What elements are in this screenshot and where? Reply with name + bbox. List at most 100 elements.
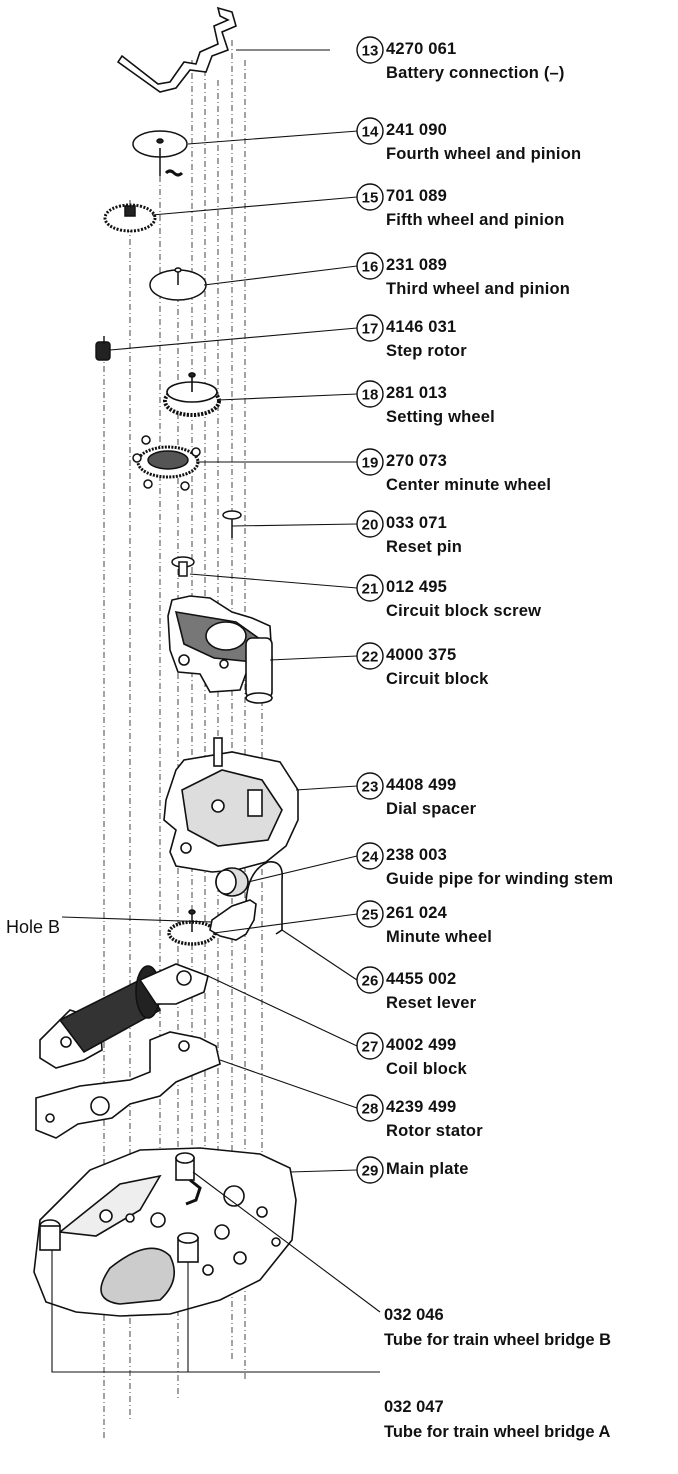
part-name: Circuit block screw (386, 602, 542, 620)
part-name: Reset lever (386, 994, 477, 1012)
part-name: Circuit block (386, 670, 489, 688)
rotor-stator-part (35, 1031, 221, 1139)
part-name: Reset pin (386, 538, 463, 556)
callout-number: 16 (362, 259, 379, 276)
callout-circle-18 (356, 380, 384, 408)
part-label: Main plate (386, 1160, 469, 1179)
part-code: 261 024 (386, 904, 448, 922)
part-name: Dial spacer (386, 800, 477, 818)
callout-number: 28 (362, 1101, 379, 1118)
dial-spacer-part (163, 737, 299, 873)
part-code: 270 073 (386, 452, 448, 470)
part-name: Setting wheel (386, 408, 495, 426)
callout-circle-16 (356, 252, 384, 280)
third-wheel-part (149, 267, 207, 301)
circuit-block-screw-part (171, 556, 195, 577)
part-code: 4455 002 (386, 970, 457, 988)
part-name: Main plate (386, 1160, 469, 1178)
part-name: Fourth wheel and pinion (386, 145, 582, 163)
callout-circle-13 (356, 36, 384, 64)
callout-number: 22 (362, 649, 379, 666)
callout-circle-25 (356, 900, 384, 928)
part-name: Step rotor (386, 342, 467, 360)
callout-circle-29 (356, 1156, 384, 1184)
callout-circle-26 (356, 966, 384, 994)
callout-circle-28 (356, 1094, 384, 1122)
callout-number: 13 (362, 43, 379, 60)
callout-circle-27 (356, 1032, 384, 1060)
part-name: Battery connection (–) (386, 64, 565, 82)
tube-b-code: 032 046 (384, 1306, 444, 1324)
coil-block-part (39, 963, 209, 1069)
callout-number: 19 (362, 455, 379, 472)
callout-number: 18 (362, 387, 379, 404)
fifth-wheel-part (103, 203, 157, 233)
callout-circle-21 (356, 574, 384, 602)
part-code: 281 013 (386, 384, 448, 402)
callout-number: 14 (362, 124, 379, 141)
main-plate-part (33, 1147, 297, 1317)
circuit-block-part (167, 595, 273, 704)
callout-number: 17 (362, 321, 379, 338)
part-name: Guide pipe for winding stem (386, 870, 614, 888)
fourth-wheel-part (132, 130, 188, 177)
callout-circle-23 (356, 772, 384, 800)
part-name: Coil block (386, 1060, 467, 1078)
callout-circle-14 (356, 117, 384, 145)
center-minute-wheel-part (132, 435, 201, 491)
part-name: Third wheel and pinion (386, 280, 571, 298)
callout-circle-20 (356, 510, 384, 538)
reset-pin-part (222, 510, 242, 538)
setting-wheel-part (163, 372, 221, 417)
battery-connection-part (116, 6, 237, 93)
callout-circle-15 (356, 183, 384, 211)
callout-circle-17 (356, 314, 384, 342)
leader-lines (51, 49, 381, 1373)
part-code: 4270 061 (386, 40, 457, 58)
minute-wheel-part (167, 909, 217, 946)
hole-b-label: Hole B (6, 917, 61, 937)
callout-number: 25 (362, 907, 379, 924)
part-code: 4002 499 (386, 1036, 457, 1054)
callout-number: 26 (362, 973, 379, 990)
part-code: 4000 375 (386, 646, 457, 664)
callout-circle-24 (356, 842, 384, 870)
part-code: 012 495 (386, 578, 448, 596)
tube-a-code: 032 047 (384, 1398, 444, 1416)
tube-b-name: Tube for train wheel bridge B (384, 1331, 612, 1349)
part-code: 241 090 (386, 121, 448, 139)
part-code: 4239 499 (386, 1098, 457, 1116)
part-name: Fifth wheel and pinion (386, 211, 565, 229)
part-code: 238 003 (386, 846, 448, 864)
tube-a-label: 032 047 Tube for train wheel bridge A (384, 1398, 610, 1442)
part-code: 4408 499 (386, 776, 457, 794)
part-code: 701 089 (386, 187, 448, 205)
callout-number: 15 (362, 190, 379, 207)
part-name: Minute wheel (386, 928, 492, 946)
callout-number: 21 (362, 581, 379, 598)
part-name: Rotor stator (386, 1122, 483, 1140)
guide-pipe-part (215, 867, 249, 897)
part-code: 4146 031 (386, 318, 457, 336)
step-rotor-part (95, 336, 111, 361)
callout-circle-19 (356, 448, 384, 476)
part-code: 033 071 (386, 514, 448, 532)
callout-number: 23 (362, 779, 379, 796)
callout-circle-22 (356, 642, 384, 670)
tube-a-name: Tube for train wheel bridge A (384, 1423, 611, 1441)
